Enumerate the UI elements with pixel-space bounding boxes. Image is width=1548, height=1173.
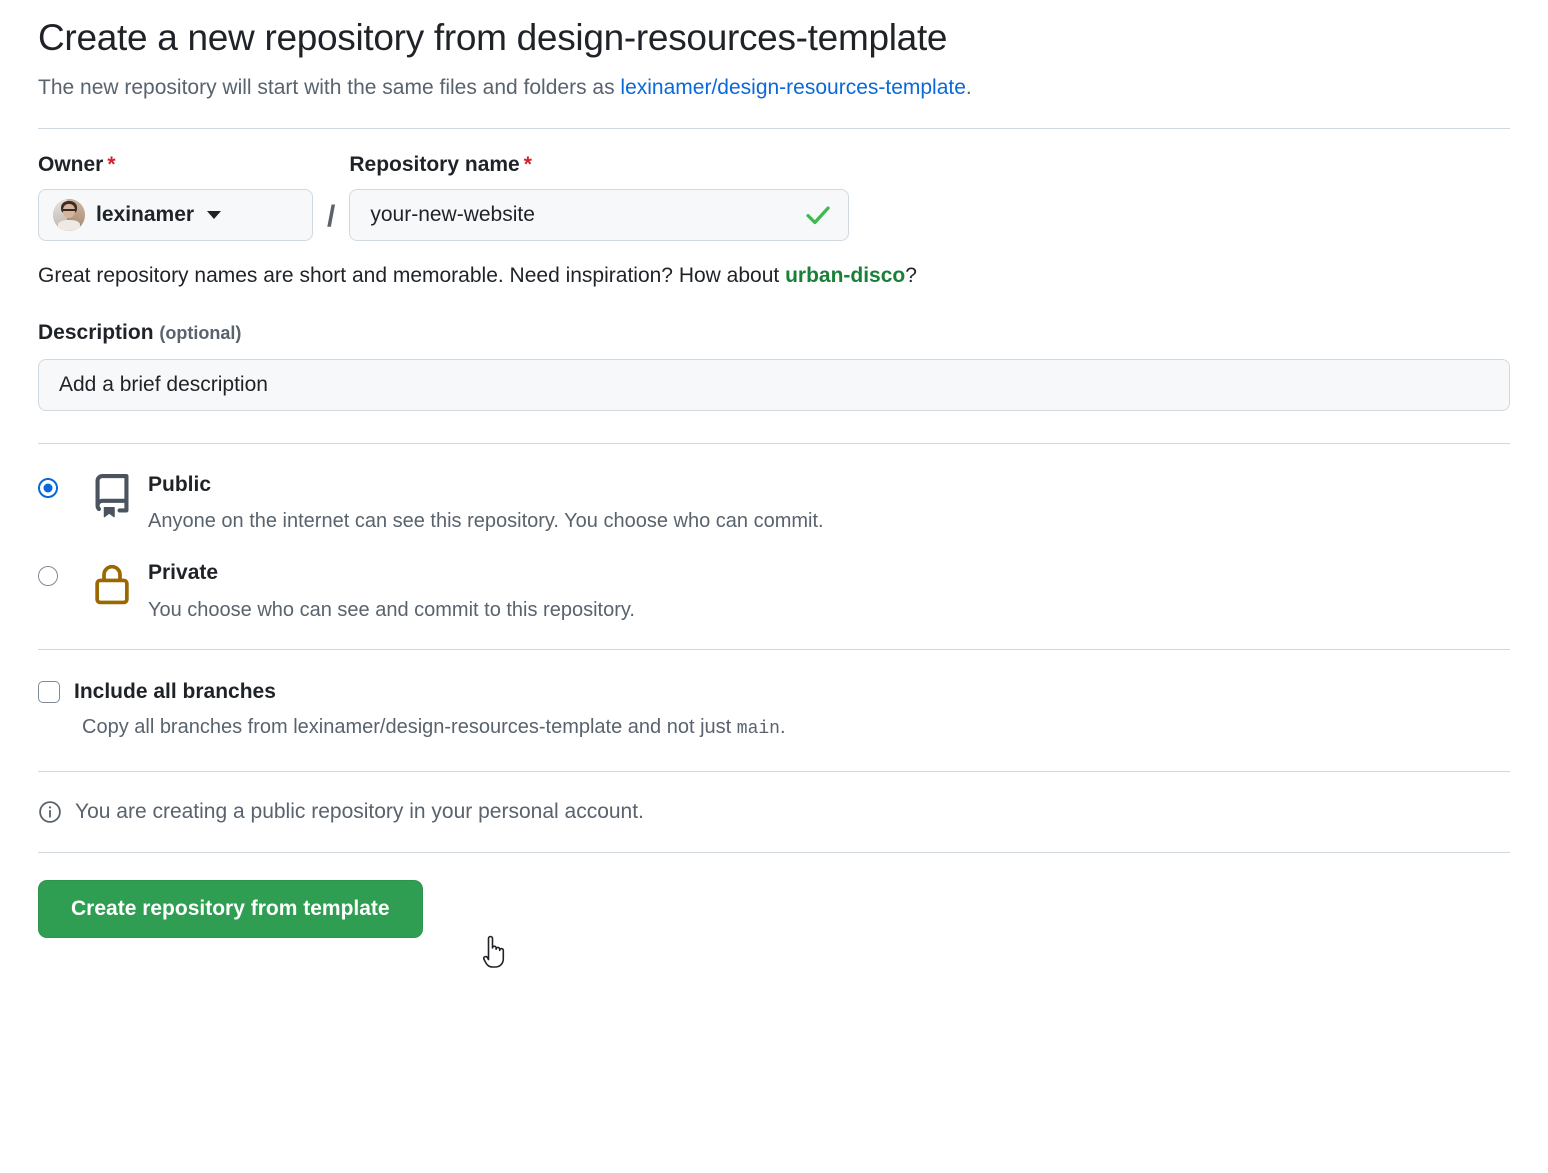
hint-prefix: Great repository names are short and mem… — [38, 263, 786, 287]
visibility-public-text: Public Anyone on the internet can see th… — [148, 472, 824, 534]
visibility-public-title: Public — [148, 473, 212, 497]
visibility-note: You are creating a public repository in … — [38, 800, 1510, 824]
owner-required-asterisk: * — [107, 152, 116, 176]
owner-repo-separator: / — [327, 199, 336, 233]
create-repository-button[interactable]: Create repository from template — [38, 879, 423, 938]
repo-book-icon — [90, 474, 136, 518]
divider-note — [38, 770, 1510, 772]
include-branches-description: Copy all branches from lexinamer/design-… — [82, 714, 1510, 741]
default-branch-name: main — [736, 718, 780, 739]
page-subtitle: The new repository will start with the s… — [38, 74, 1510, 102]
divider-visibility — [38, 443, 1510, 445]
owner-label: Owner* — [38, 153, 313, 177]
owner-field: Owner* lexinamer — [38, 153, 313, 241]
visibility-note-text: You are creating a public repository in … — [75, 799, 644, 823]
page-title: Create a new repository from design-reso… — [38, 17, 948, 58]
checkbox-include-all-branches[interactable] — [38, 680, 60, 703]
include-branches-description-prefix: Copy all branches from lexinamer/design-… — [82, 715, 737, 738]
hint-suffix: ? — [905, 263, 917, 287]
description-label: Description (optional) — [38, 321, 1510, 345]
visibility-private-description: You choose who can see and commit to thi… — [148, 598, 635, 621]
visibility-options: Public Anyone on the internet can see th… — [38, 472, 1510, 623]
submit-area: Create repository from template — [38, 879, 1510, 968]
owner-select-button[interactable]: lexinamer — [38, 188, 313, 241]
radio-private[interactable] — [38, 566, 58, 587]
create-repository-page: Create a new repository from design-reso… — [0, 16, 1548, 968]
owner-label-text: Owner — [38, 152, 104, 176]
visibility-option-private[interactable]: Private You choose who can see and commi… — [38, 560, 1510, 622]
repository-name-field: Repository name* — [349, 153, 850, 241]
mouse-pointer-cursor — [482, 935, 509, 971]
visibility-option-public[interactable]: Public Anyone on the internet can see th… — [38, 472, 1510, 534]
subtitle-suffix: . — [965, 76, 972, 100]
repository-required-asterisk: * — [523, 152, 532, 176]
include-branches-row[interactable]: Include all branches — [38, 680, 1510, 704]
include-branches-label: Include all branches — [74, 679, 276, 703]
check-icon — [803, 200, 833, 230]
divider-submit — [38, 851, 1510, 853]
divider-branches — [38, 648, 1510, 650]
description-input[interactable] — [38, 359, 1510, 412]
repository-name-input[interactable] — [349, 188, 850, 241]
include-branches-field: Include all branches Copy all branches f… — [38, 680, 1510, 741]
owner-name: lexinamer — [96, 202, 195, 226]
template-repo-link[interactable]: lexinamer/design-resources-template — [620, 76, 966, 100]
owner-repo-row: Owner* lexinamer / Repository name* — [38, 153, 1510, 241]
radio-public[interactable] — [38, 478, 58, 499]
visibility-private-text: Private You choose who can see and commi… — [148, 560, 635, 622]
subtitle-prefix: The new repository will start with the s… — [38, 76, 621, 100]
description-field: Description (optional) — [38, 321, 1510, 412]
info-icon — [38, 800, 62, 824]
avatar — [53, 198, 85, 231]
description-optional-note: (optional) — [159, 323, 242, 344]
repository-name-label-text: Repository name — [349, 152, 520, 176]
visibility-private-title: Private — [148, 561, 219, 585]
repository-name-hint: Great repository names are short and mem… — [38, 262, 1510, 289]
divider-top — [38, 127, 1510, 129]
include-branches-description-suffix: . — [779, 715, 786, 738]
visibility-public-description: Anyone on the internet can see this repo… — [148, 510, 824, 533]
description-label-text: Description — [38, 321, 154, 345]
repository-name-label: Repository name* — [349, 153, 849, 177]
lock-icon — [90, 562, 136, 606]
chevron-down-icon — [207, 210, 222, 219]
suggested-name[interactable]: urban-disco — [785, 263, 906, 287]
